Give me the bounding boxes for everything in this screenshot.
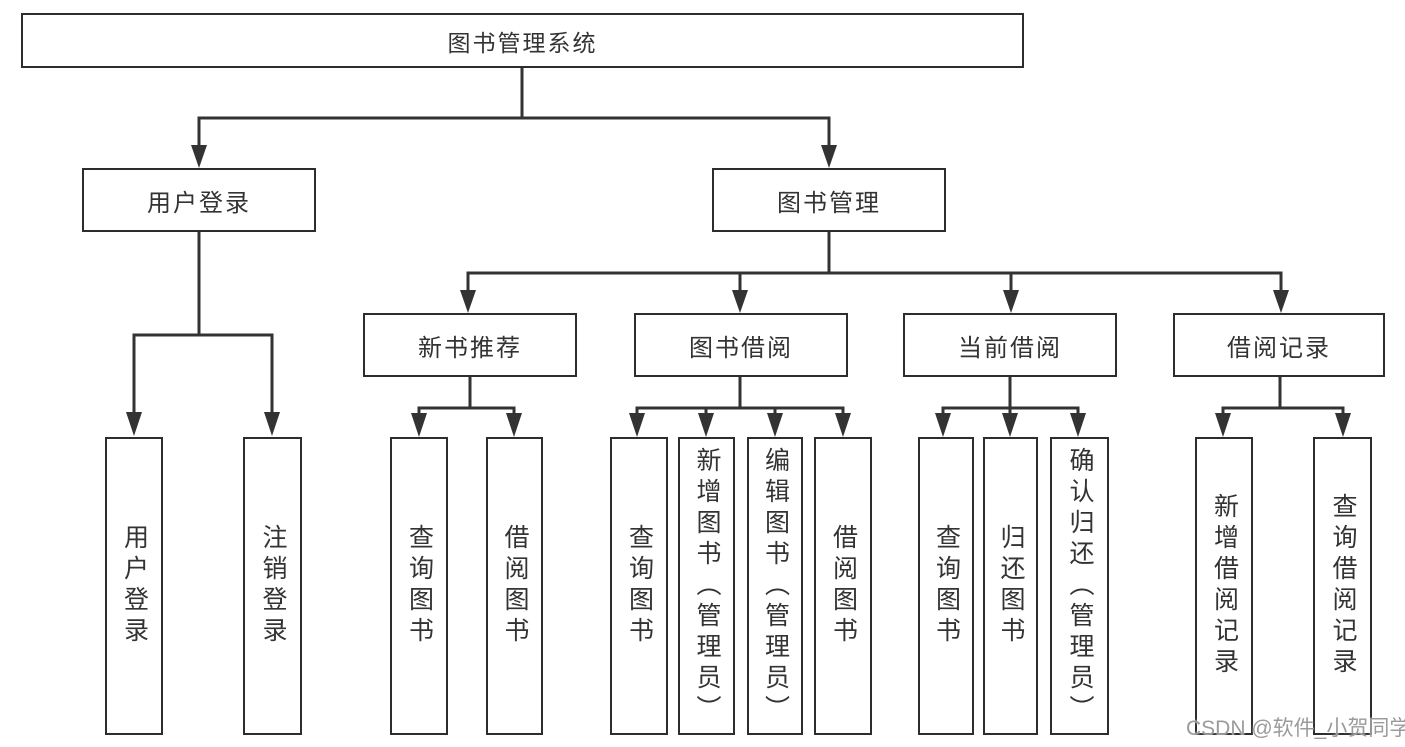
node-label: 图书借阅 [689,334,793,362]
node-book-management: 图书管理 [712,168,946,232]
connector-book-borrow-to-leaves [629,377,851,437]
leaf-query-books-current: 查询图书 [918,437,974,735]
leaf-add-books-admin: 新增图书（管理员） [678,437,735,735]
node-label: 用户登录 [120,524,149,648]
arrowhead [264,412,280,436]
node-label: 查询图书 [625,524,654,648]
node-label: 注销登录 [259,524,287,648]
connector-book-mgmt-to-level3 [460,232,1289,313]
watermark-text: CSDN @软件_小贺同学 [1186,717,1405,740]
connector-root-to-level2 [191,68,837,168]
node-label: 借阅图书 [501,524,529,648]
arrowhead [191,145,207,168]
node-label: 归还图书 [997,524,1025,648]
leaf-edit-books-admin: 编辑图书（管理员） [747,437,803,735]
leaf-query-books-borrow: 查询图书 [610,437,668,735]
node-label: 借阅图书 [829,524,858,648]
node-label: 新增图书（管理员） [693,446,721,726]
arrowhead [506,413,522,437]
arrowhead [767,413,783,437]
leaf-user-login: 用户登录 [105,437,163,735]
arrowhead [1070,413,1086,437]
arrowhead [629,413,645,437]
arrowhead [698,413,714,437]
node-label: 借阅记录 [1227,334,1331,362]
arrowhead [821,145,837,168]
arrowhead [460,290,476,313]
leaf-confirm-return-admin: 确认归还（管理员） [1050,437,1109,735]
arrowhead [935,413,951,437]
leaf-logout: 注销登录 [243,437,302,735]
node-label: 查询图书 [405,524,434,648]
arrowhead [1273,290,1289,313]
arrowhead [732,290,748,313]
connector-current-borrow-to-leaves [935,377,1086,437]
node-label: 当前借阅 [958,334,1062,362]
connector-borrow-record-to-leaves [1215,377,1351,437]
arrowhead [1003,290,1019,313]
leaf-borrow-books-recommend: 借阅图书 [486,437,543,735]
node-user-login: 用户登录 [82,168,316,232]
leaf-add-borrow-record: 新增借阅记录 [1195,437,1253,735]
node-label: 新增借阅记录 [1210,493,1239,679]
leaf-query-books-recommend: 查询图书 [390,437,448,735]
arrowhead [126,412,142,436]
node-label: 图书管理系统 [447,29,598,56]
node-label: 新书推荐 [418,334,522,362]
node-label: 查询图书 [932,524,961,648]
connector-user-login-to-leaves [126,232,280,436]
node-label: 编辑图书（管理员） [761,446,790,726]
node-current-borrowing: 当前借阅 [903,313,1117,377]
node-new-book-recommendation: 新书推荐 [363,313,577,377]
node-library-management-system: 图书管理系统 [21,13,1024,68]
node-label: 用户登录 [147,189,251,217]
node-label: 确认归还（管理员） [1066,446,1094,726]
arrowhead [1002,413,1018,437]
leaf-borrow-books-borrow: 借阅图书 [814,437,872,735]
connector-new-book-rec-to-leaves [411,377,522,437]
node-book-borrowing: 图书借阅 [634,313,848,377]
leaf-query-borrow-record: 查询借阅记录 [1313,437,1372,735]
arrowhead [1335,413,1351,437]
arrowhead [1215,413,1231,437]
leaf-return-books: 归还图书 [983,437,1038,735]
arrowhead [835,413,851,437]
node-label: 查询借阅记录 [1329,493,1357,679]
arrowhead [411,413,427,437]
node-borrowing-records: 借阅记录 [1173,313,1385,377]
node-label: 图书管理 [777,189,881,217]
